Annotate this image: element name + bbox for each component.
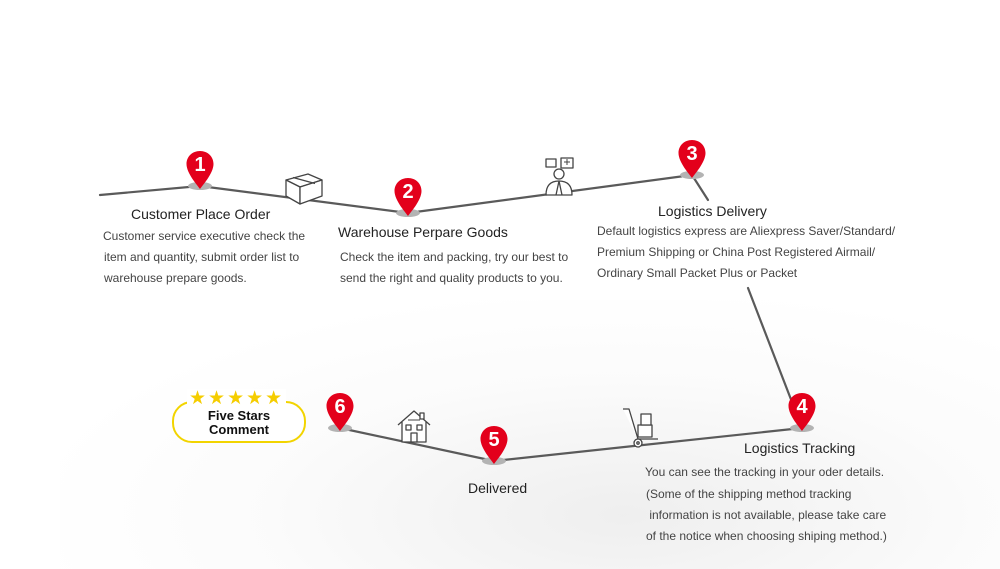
house-icon bbox=[397, 410, 431, 443]
worker-icon bbox=[545, 157, 574, 196]
pin-1: 1 bbox=[185, 150, 215, 206]
step-3-title: Logistics Delivery bbox=[658, 203, 767, 219]
step-4-title: Logistics Tracking bbox=[744, 440, 856, 456]
step-3-desc: Default logistics express are Aliexpress… bbox=[597, 224, 896, 280]
pin-3: 3 bbox=[677, 139, 707, 195]
pin-5: 5 bbox=[479, 425, 509, 481]
pin-number: 3 bbox=[686, 143, 698, 165]
badge-line-2: Comment bbox=[209, 422, 269, 437]
step-4-desc: You can see the tracking in your oder de… bbox=[645, 465, 885, 479]
pin-4: 4 bbox=[787, 392, 817, 448]
badge-line-1: Five Stars bbox=[207, 408, 271, 423]
pin-number: 4 bbox=[796, 396, 808, 418]
pin-number: 6 bbox=[334, 396, 346, 418]
step-2-title: Warehouse Perpare Goods bbox=[338, 224, 508, 240]
five-stars-text: Five Stars Comment bbox=[176, 409, 302, 437]
box-icon bbox=[285, 173, 323, 205]
step-2-desc: Check the item and packing, try our best… bbox=[340, 250, 569, 285]
step-1-title: Customer Place Order bbox=[131, 206, 271, 222]
step-5-title: Delivered bbox=[468, 480, 528, 496]
pin-2: 2 bbox=[393, 177, 423, 233]
pin-number: 5 bbox=[488, 429, 500, 451]
pin-number: 2 bbox=[402, 181, 414, 203]
star-icon: ★★★★★ bbox=[187, 388, 287, 409]
step-4-note: (Some of the shipping method tracking in… bbox=[646, 487, 887, 543]
pin-number: 1 bbox=[194, 154, 206, 176]
step-1-desc: Customer service executive check the ite… bbox=[103, 229, 306, 285]
pin-6: 6 bbox=[325, 392, 355, 448]
hand-truck-icon bbox=[623, 408, 658, 448]
